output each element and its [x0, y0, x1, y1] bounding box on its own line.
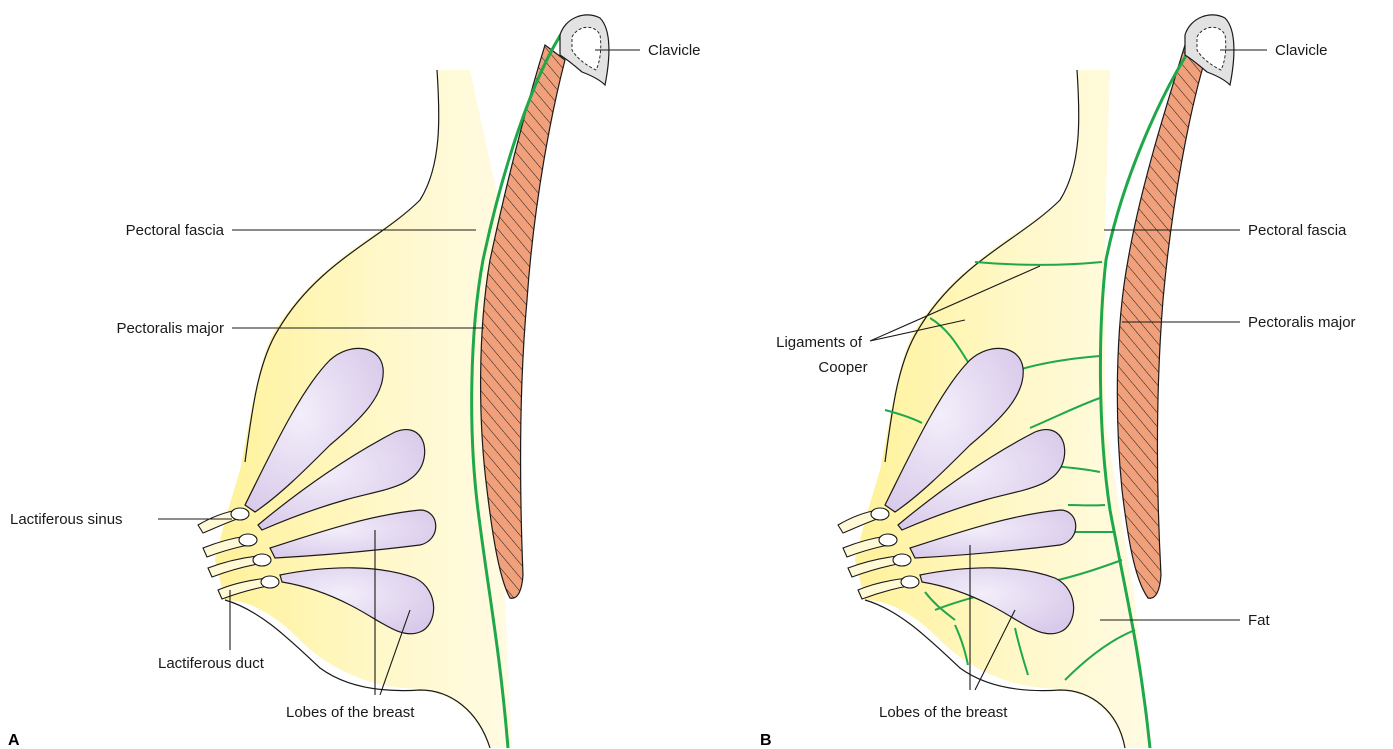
lactiferous-sinus-a-3: [253, 554, 271, 566]
label-fat-b: Fat: [1248, 612, 1271, 629]
lactiferous-sinus-b-1: [871, 508, 889, 520]
label-lobes-b: Lobes of the breast: [879, 704, 1008, 721]
label-pectoral-fascia-b: Pectoral fascia: [1248, 222, 1347, 239]
label-lactiferous-sinus-a: Lactiferous sinus: [10, 511, 123, 528]
label-clavicle-b: Clavicle: [1275, 42, 1328, 59]
panel-letter-b: B: [760, 732, 772, 749]
lactiferous-sinus-b-2: [879, 534, 897, 546]
panel-b: Clavicle Pectoral fascia Pectoralis majo…: [760, 15, 1356, 749]
panel-letter-a: A: [8, 732, 20, 749]
label-lactiferous-duct-a: Lactiferous duct: [158, 655, 265, 672]
lactiferous-sinus-b-3: [893, 554, 911, 566]
lactiferous-sinus-a-4: [261, 576, 279, 588]
label-pectoralis-major-b: Pectoralis major: [1248, 314, 1356, 331]
label-pectoral-fascia-a: Pectoral fascia: [126, 222, 225, 239]
label-lobes-a: Lobes of the breast: [286, 704, 415, 721]
label-ligaments-b-line2: Cooper: [818, 359, 867, 376]
lactiferous-sinus-a-2: [239, 534, 257, 546]
panel-a: Clavicle Pectoral fascia Pectoralis majo…: [8, 15, 701, 749]
pectoralis-major-a: [481, 45, 565, 598]
label-clavicle-a: Clavicle: [648, 42, 701, 59]
lactiferous-sinus-b-4: [901, 576, 919, 588]
lactiferous-sinus-a-1: [231, 508, 249, 520]
label-ligaments-b-line1: Ligaments of: [776, 334, 863, 351]
label-pectoralis-major-a: Pectoralis major: [116, 320, 224, 337]
